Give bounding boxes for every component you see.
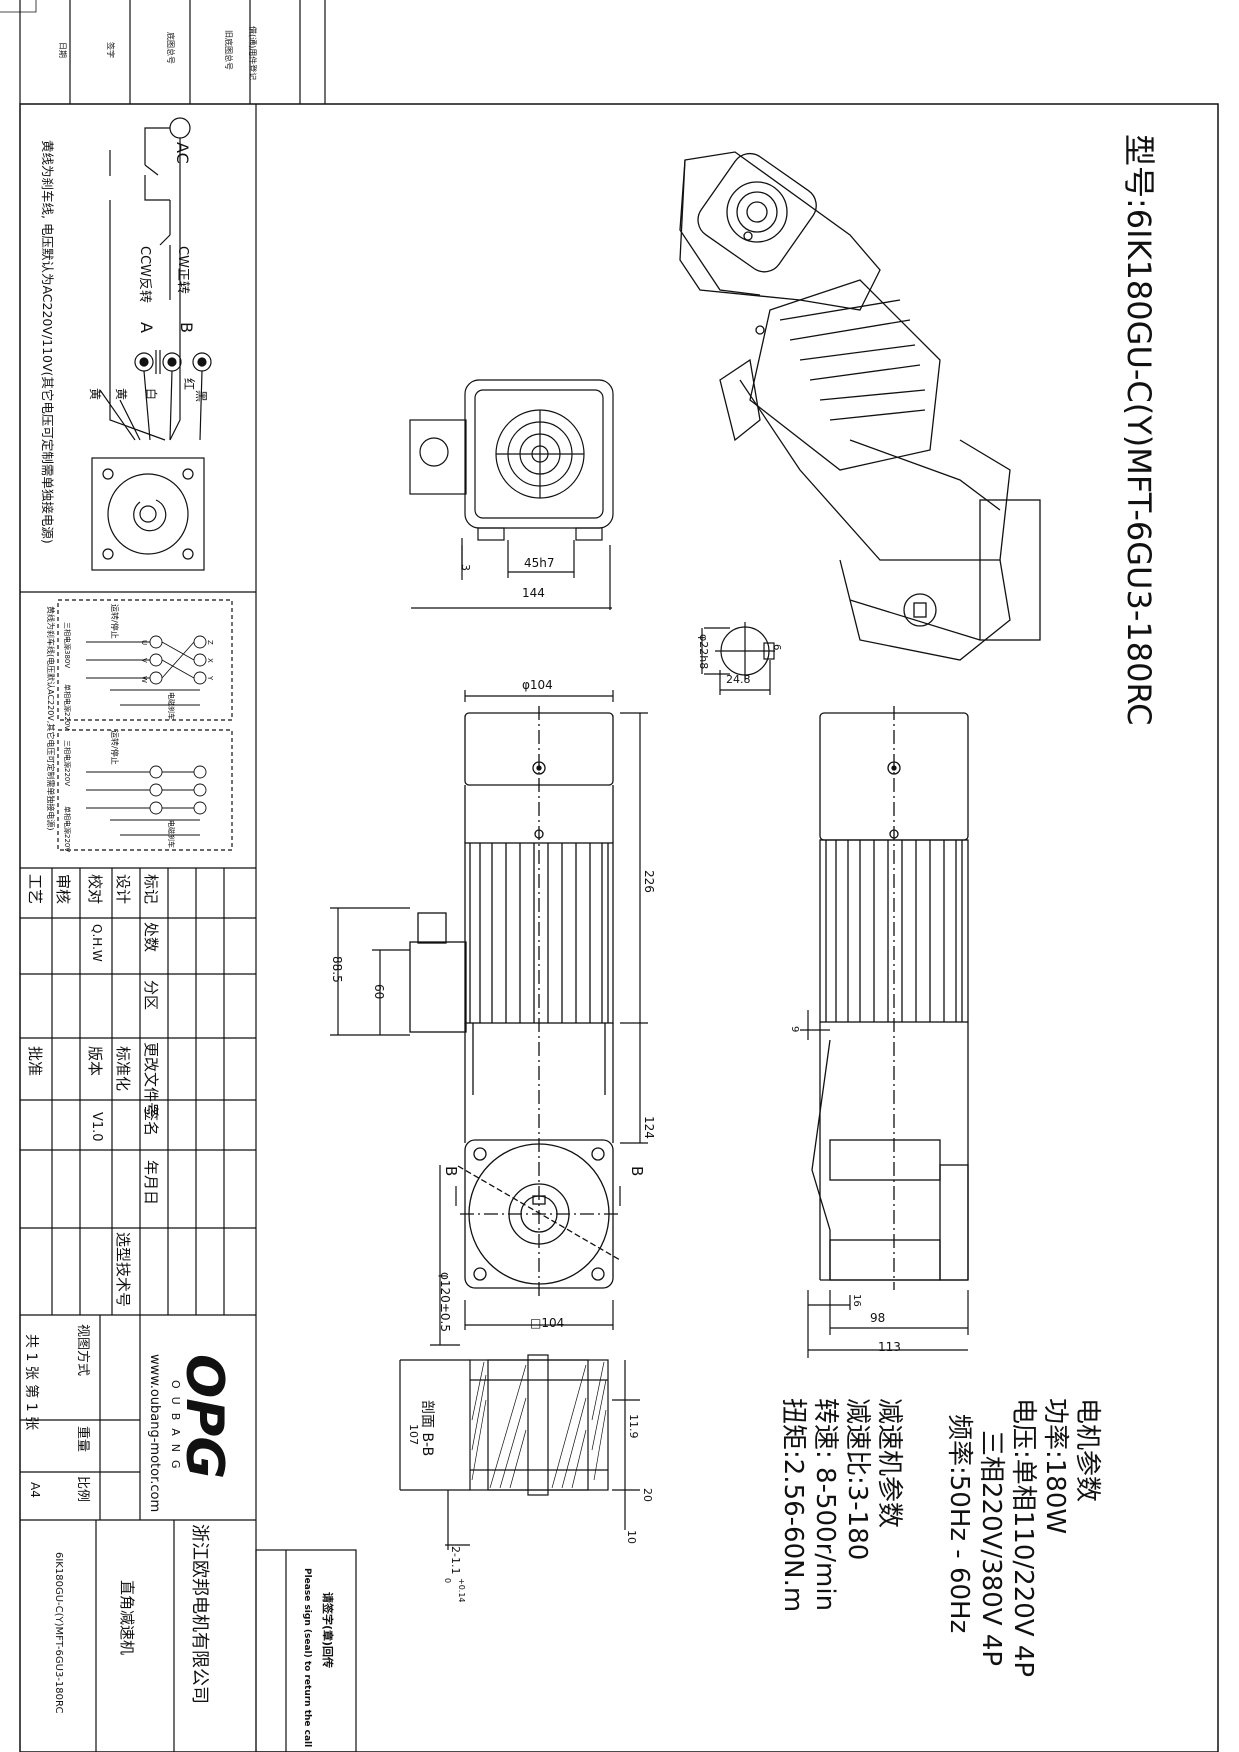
- tb-version-label: 版本: [86, 1046, 104, 1077]
- wire-red: 红: [182, 378, 196, 391]
- cw-label: CW正转: [175, 246, 190, 294]
- tb-mark: 标记: [142, 874, 160, 905]
- tb-sheets: 共 1 张 第 1 张: [23, 1334, 39, 1431]
- dim-104: φ104: [522, 678, 553, 692]
- dim-tol-sup: +0.14: [457, 1578, 466, 1603]
- tb-weight: 重量: [75, 1426, 90, 1453]
- dim-113: 113: [878, 1340, 901, 1354]
- tb-company: 浙江欧邦电机有限公司: [189, 1524, 210, 1704]
- tb-date: 年月日: [142, 1160, 160, 1206]
- tb-zone: 分区: [142, 980, 160, 1011]
- tb-count: 处数: [142, 922, 160, 953]
- term-x: X: [206, 658, 214, 663]
- power-220: 三相电源220V: [63, 740, 71, 787]
- brake-a: 电磁刹车: [167, 692, 175, 720]
- strip-4: 签字: [106, 42, 115, 58]
- return-en: Please sign (seal) to return the call: [302, 1568, 312, 1748]
- dim-144: 144: [522, 586, 545, 600]
- tb-review: 审核: [54, 874, 72, 905]
- tb-brand: OPG: [174, 1354, 234, 1479]
- motor-voltage: 电压:单相110/220V 4P: [1008, 1398, 1038, 1678]
- wire-black: 黑: [194, 390, 208, 403]
- tb-sign: 签名: [142, 1106, 160, 1137]
- term-u: U: [140, 640, 148, 646]
- three-phase-note: 黄线为刹车线(电压默认AC220V,其它电压可定制需单独接电源): [46, 606, 55, 831]
- tb-version: V1.0: [89, 1112, 104, 1142]
- wiring-note: 黄线为刹车线, 电压默认为AC220V/110V(其它电压可定制需单独接电源): [40, 140, 55, 544]
- term-y: Y: [206, 676, 214, 681]
- ccw-label: CCW反转: [137, 246, 152, 304]
- dim-3: 3: [459, 564, 472, 571]
- dim-sq104: □104: [530, 1316, 565, 1330]
- dim-45h7: 45h7: [524, 556, 555, 570]
- power-380: 三相电源380V: [63, 622, 71, 669]
- tb-website: www.oubang-motor.com: [147, 1354, 162, 1513]
- dim-tolerance: 2-1.1: [449, 1546, 462, 1575]
- dim-9: 9: [789, 1026, 800, 1033]
- terminal-b: B: [177, 322, 196, 333]
- tb-product: 直角减速机: [118, 1580, 136, 1656]
- tb-selection-tech: 选型技术号: [114, 1232, 132, 1308]
- tb-checker: Q.H.W: [90, 924, 104, 962]
- dim-24-8: 24.8: [726, 673, 751, 686]
- tb-projection: 视图方式: [75, 1324, 90, 1377]
- tb-approve: 批准: [26, 1046, 44, 1077]
- brake-b: 电磁刹车: [167, 820, 175, 848]
- tb-standard: 标准化: [114, 1046, 132, 1092]
- dim-88: 88.5: [330, 956, 344, 983]
- strip-1: 借(通)用件登记: [248, 26, 257, 81]
- dim-98: 98: [870, 1311, 886, 1325]
- dim-6: 6: [771, 644, 782, 651]
- terminal-a: A: [137, 322, 156, 333]
- dim-20: 20: [641, 1488, 654, 1502]
- strip-2: 旧底图总号: [224, 30, 233, 70]
- tb-check: 校对: [86, 874, 104, 905]
- wire-white: 白: [144, 388, 158, 401]
- tb-drawing-no: 6IK180GU-C(Y)MFT-6GU3-180RC: [53, 1552, 64, 1714]
- wire-yellow-2: 黄: [88, 388, 102, 401]
- term-w: W: [140, 676, 148, 683]
- reducer-ratio: 减速比:3-180: [842, 1398, 872, 1561]
- motor-params-heading: 电机参数: [1072, 1398, 1102, 1503]
- section-b-left: B: [442, 1166, 460, 1177]
- strip-3: 底图总号: [166, 32, 175, 64]
- single-220-a: 单相电源220V: [63, 684, 71, 731]
- section-b-right: B: [628, 1166, 646, 1177]
- section-label: 剖面 B-B: [419, 1400, 435, 1457]
- reducer-speed: 转速: 8-500r/min: [810, 1398, 840, 1612]
- tb-scale: 比例: [75, 1476, 90, 1503]
- dim-11-9: 11.9: [627, 1414, 640, 1439]
- dim-16: 16: [851, 1294, 862, 1307]
- single-220-b: 单相电源220V: [63, 806, 71, 853]
- dim-10: 10: [625, 1530, 638, 1544]
- run-stop-1: 运转/停止: [110, 604, 119, 639]
- dim-60: 60: [372, 984, 386, 1000]
- return-cn: 请签字(章)回传: [321, 1592, 334, 1669]
- model-title: 型号:6IK180GU-C(Y)MFT-6GU3-180RC: [1120, 134, 1158, 726]
- dim-tol-sub: 0: [443, 1578, 452, 1584]
- reducer-torque: 扭矩:2.56-60N.m: [778, 1398, 808, 1613]
- ac-label: AC: [173, 142, 192, 164]
- dim-22h8: φ22h8: [697, 634, 710, 670]
- wire-yellow-1: 黄: [114, 388, 128, 401]
- motor-power: 功率:180W: [1040, 1398, 1070, 1535]
- dim-120: φ120±0.5: [438, 1272, 452, 1332]
- reducer-params-heading: 减速机参数: [874, 1398, 904, 1529]
- motor-frequency: 频率:50Hz - 60Hz: [944, 1414, 974, 1634]
- dim-124: 124: [642, 1116, 656, 1139]
- tb-design: 设计: [114, 874, 132, 905]
- motor-voltage-3ph: 三相220V/380V 4P: [976, 1430, 1006, 1667]
- term-v: V: [140, 658, 148, 663]
- tb-paper: A4: [28, 1482, 42, 1498]
- dim-226: 226: [642, 870, 656, 893]
- tb-brand-sub: OUBANG: [169, 1380, 182, 1477]
- run-stop-2: 运转/停止: [110, 730, 119, 765]
- term-z: Z: [206, 640, 214, 645]
- tb-process: 工艺: [26, 874, 44, 905]
- strip-5: 日期: [58, 42, 67, 58]
